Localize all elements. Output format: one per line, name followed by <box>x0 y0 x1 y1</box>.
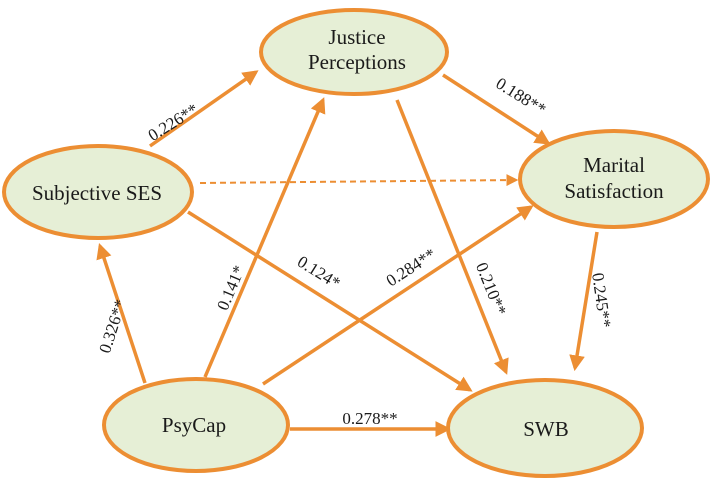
coef-ses-justice: 0.226** <box>145 100 202 145</box>
edge-psycap-to-marital <box>262 205 534 386</box>
edge-justice-to-swb <box>395 99 509 375</box>
edge-justice-to-marital <box>442 73 551 145</box>
coef-ses-swb: 0.124* <box>294 252 344 293</box>
node-marital-label-line1: Marital <box>583 153 645 177</box>
node-psycap-label: PsyCap <box>162 413 226 437</box>
coef-psycap-swb: 0.278** <box>342 409 397 428</box>
node-marital-label-line2: Satisfaction <box>564 179 664 203</box>
node-ses-label: Subjective SES <box>32 181 162 205</box>
coef-justice-swb: 0.210** <box>472 260 510 318</box>
edge-psycap-to-ses <box>96 243 147 384</box>
node-psycap: PsyCap <box>102 377 290 473</box>
node-marital-satisfaction: Marital Satisfaction <box>518 129 710 229</box>
node-justice-perceptions: Justice Perceptions <box>259 8 449 96</box>
edge-ses-to-marital-dashed <box>199 174 519 187</box>
edge-ses-to-justice <box>148 70 259 148</box>
edge-ses-to-swb <box>187 210 473 392</box>
coef-marital-swb: 0.245** <box>588 272 615 329</box>
node-justice-label-line1: Justice <box>328 25 385 49</box>
coef-psycap-marital: 0.284** <box>383 244 440 290</box>
node-swb: SWB <box>446 378 644 478</box>
node-swb-label: SWB <box>523 417 569 441</box>
edge-marital-to-swb <box>569 231 599 372</box>
edge-psycap-to-justice <box>203 97 326 378</box>
node-justice-label-line2: Perceptions <box>308 50 406 74</box>
node-subjective-ses: Subjective SES <box>2 144 194 240</box>
